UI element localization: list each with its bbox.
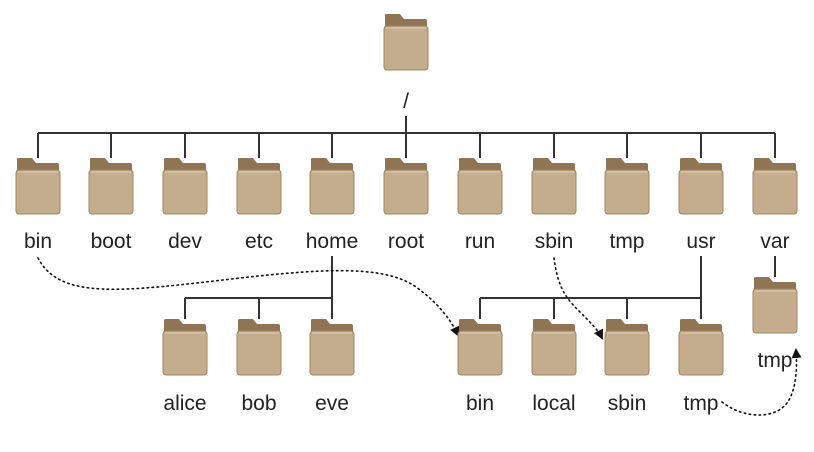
folder-boot-icon: [88, 158, 134, 215]
folder-etc-label: etc: [245, 230, 273, 253]
folder-root-label: /: [403, 90, 409, 113]
folder-run-label: run: [465, 230, 495, 253]
tree-connectors: [37, 116, 776, 319]
folder-var-label: var: [760, 230, 789, 253]
folder-dev-icon: [162, 158, 208, 215]
folder-usr-bin-label: bin: [466, 392, 494, 415]
folder-var-icon: [752, 158, 798, 215]
folder-tmp-label: tmp: [609, 230, 644, 253]
folder-labels: / bin boot dev etc home root run sbin tmp usr var al…: [24, 90, 793, 415]
folder-alice-icon: [162, 319, 208, 376]
folder-bin-label: bin: [24, 230, 52, 253]
folder-sbin-icon: [531, 158, 577, 215]
symlink-arrow-usr-tmp-to-var-tmp: [721, 348, 802, 416]
folder-run-icon: [457, 158, 503, 215]
folder-dev-label: dev: [168, 230, 202, 253]
folder-bob-icon: [236, 319, 282, 376]
folder-boot-label: boot: [91, 230, 132, 253]
folder-sbin-label: sbin: [535, 230, 574, 253]
folder-root-dir-label: root: [388, 230, 424, 253]
folder-bin-icon: [15, 158, 61, 215]
folder-usr-local-icon: [531, 319, 577, 376]
folder-var-tmp-icon: [752, 277, 798, 334]
folder-home-icon: [309, 158, 355, 215]
folder-eve-icon: [309, 319, 355, 376]
folder-usr-label: usr: [686, 230, 715, 253]
symlink-arrow-bin-to-usr-bin: [37, 257, 460, 337]
folder-usr-bin-icon: [457, 319, 503, 376]
folder-alice-label: alice: [163, 392, 206, 415]
folder-tmp-icon: [604, 158, 650, 215]
folder-usr-local-label: local: [532, 392, 575, 415]
symlink-arrow-sbin-to-usr-sbin: [553, 257, 603, 340]
folder-bob-label: bob: [241, 392, 276, 415]
folder-etc-icon: [236, 158, 282, 215]
folder-usr-sbin-icon: [604, 319, 650, 376]
folder-usr-sbin-label: sbin: [608, 392, 647, 415]
folder-usr-tmp-icon: [678, 319, 724, 376]
folder-root-dir-icon: [383, 158, 429, 215]
folder-usr-tmp-label: tmp: [683, 392, 718, 415]
folder-usr-icon: [678, 158, 724, 215]
folder-var-tmp-label: tmp: [757, 349, 792, 372]
folder-nodes: [15, 14, 798, 376]
symlink-arrows: [37, 257, 802, 416]
folder-root-icon: [383, 14, 429, 71]
folder-home-label: home: [306, 230, 359, 253]
folder-eve-label: eve: [315, 392, 349, 415]
